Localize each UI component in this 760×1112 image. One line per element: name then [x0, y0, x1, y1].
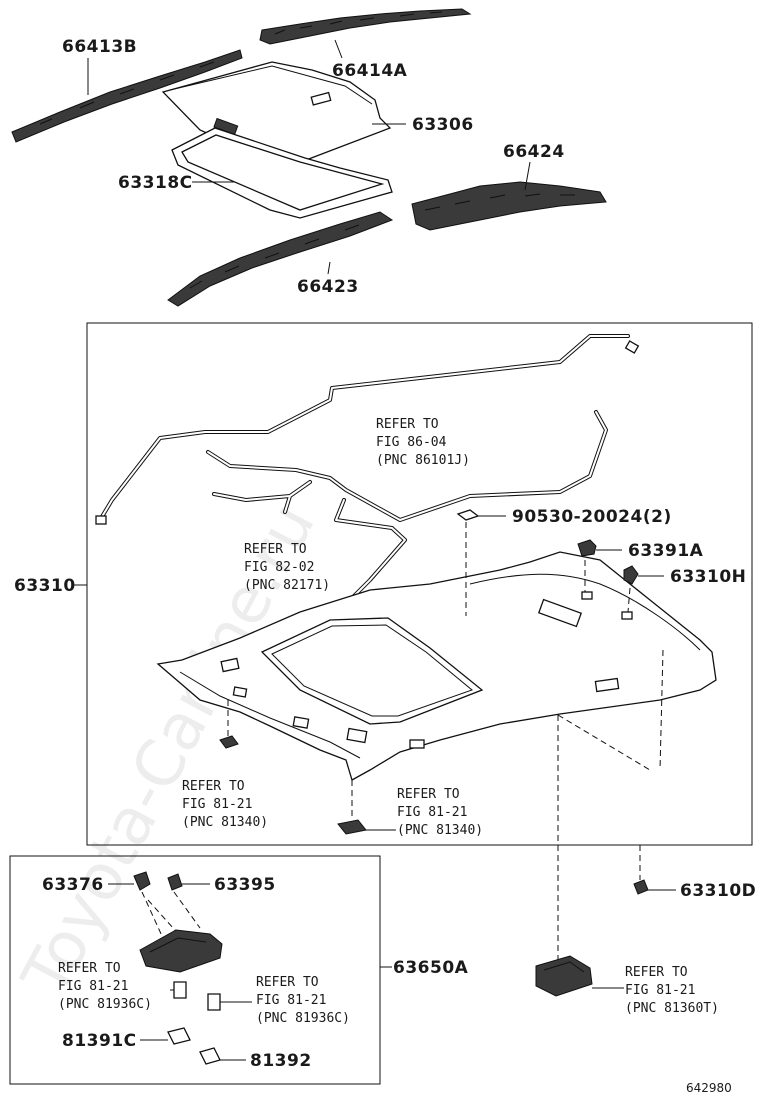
- ref-86101j-line1: REFER TO: [376, 417, 439, 432]
- lamp-81340-left: [219, 735, 239, 749]
- ref-82171-line2: FIG 82-02: [244, 560, 314, 575]
- lamp-81360t: [535, 955, 593, 997]
- wire-harness-82171: [206, 410, 608, 658]
- clip-90530: [456, 509, 480, 521]
- lamp-81340-right: [337, 819, 367, 835]
- cover-81392: [199, 1047, 221, 1065]
- part-63318c-seal: [171, 127, 393, 219]
- label-90530-20024: 90530-20024(2): [512, 507, 672, 527]
- clip-63310h: [623, 565, 639, 585]
- label-63310: 63310: [14, 576, 76, 596]
- label-66424: 66424: [503, 142, 565, 162]
- label-63310d: 63310D: [680, 881, 756, 901]
- label-63376: 63376: [42, 875, 104, 895]
- label-66423: 66423: [297, 277, 359, 297]
- part-66423-trim: [167, 211, 394, 307]
- screw-63376: [133, 871, 151, 891]
- ref-86101j-line2: FIG 86-04: [376, 435, 447, 450]
- label-63395: 63395: [214, 875, 276, 895]
- part-63306-sunshade: [161, 61, 392, 169]
- part-66414a-strip: [259, 8, 472, 45]
- figure-id: 642980: [686, 1081, 732, 1095]
- label-63318c: 63318C: [118, 173, 193, 193]
- ref-86101j-line3: (PNC 86101J): [376, 453, 470, 468]
- ref-81936c-b-line1: REFER TO: [256, 975, 319, 990]
- overhead-console: [139, 929, 223, 973]
- headliner-assembly-box: [86, 322, 753, 846]
- ref-81936c-b-line3: (PNC 81936C): [256, 1011, 350, 1026]
- ref-81340b-line2: FIG 81-21: [397, 805, 467, 820]
- ref-82171-line3: (PNC 82171): [244, 578, 330, 593]
- ref-81340a-line2: FIG 81-21: [182, 797, 252, 812]
- wire-harness-86101j: [95, 334, 640, 525]
- ref-81360t-line2: FIG 81-21: [625, 983, 695, 998]
- ref-81936c-a-line3: (PNC 81936C): [58, 997, 152, 1012]
- clip-63391a: [577, 539, 597, 557]
- ref-81360t-line1: REFER TO: [625, 965, 688, 980]
- cover-81391c: [167, 1027, 191, 1045]
- ref-81936c-a-line2: FIG 81-21: [58, 979, 128, 994]
- ref-81340a-line3: (PNC 81340): [182, 815, 268, 830]
- ref-81936c-b-line2: FIG 81-21: [256, 993, 326, 1008]
- label-63310h: 63310H: [670, 567, 746, 587]
- label-81392: 81392: [250, 1051, 312, 1071]
- label-81391c: 81391C: [62, 1031, 137, 1051]
- ref-81340b-line3: (PNC 81340): [397, 823, 483, 838]
- bulb-right: [207, 993, 221, 1011]
- ref-82171-line1: REFER TO: [244, 542, 307, 557]
- console-assembly-box: [9, 855, 381, 1085]
- label-66414a: 66414A: [332, 61, 408, 81]
- part-66424-trim: [411, 181, 607, 231]
- headliner-panel: [156, 551, 717, 781]
- ref-81340b-line1: REFER TO: [397, 787, 460, 802]
- screw-63395: [167, 873, 183, 891]
- label-63391a: 63391A: [628, 541, 704, 561]
- label-66413b: 66413B: [62, 37, 137, 57]
- part-66413b-strip: [11, 49, 243, 143]
- label-63650a: 63650A: [393, 958, 469, 978]
- ref-81360t-line3: (PNC 81360T): [625, 1001, 719, 1016]
- ref-81936c-a-line1: REFER TO: [58, 961, 121, 976]
- bulb-left: [173, 981, 187, 999]
- clip-63310d: [633, 879, 649, 895]
- ref-81340a-line1: REFER TO: [182, 779, 245, 794]
- label-63306: 63306: [412, 115, 474, 135]
